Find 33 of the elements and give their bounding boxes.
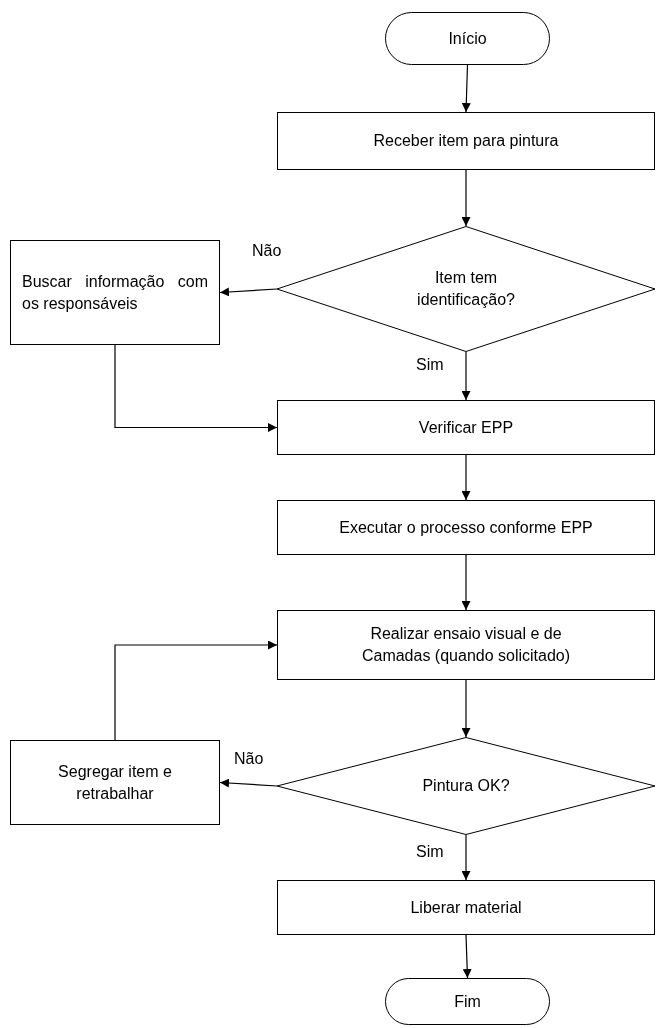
node-label: Verificar EPP: [418, 417, 514, 438]
node-label: Item tem identificação?: [416, 268, 516, 310]
terminal-pill: [385, 12, 550, 65]
process-box: [277, 880, 655, 935]
arrow: [461, 454, 471, 501]
node-label: Pintura OK?: [421, 776, 511, 797]
node-label: Realizar ensaio visual e de Camadas (quando solicitado): [360, 624, 572, 666]
arrow: [461, 351, 471, 401]
node-label: Buscar informação com os responsáveis: [22, 271, 208, 314]
arrow: [461, 679, 471, 738]
process-box: [10, 240, 220, 345]
arrow: [114, 640, 278, 741]
arrow: [462, 934, 472, 979]
decision-diamond: [277, 737, 655, 835]
node-label: Receber item para pintura: [373, 131, 559, 152]
arrow: [114, 344, 278, 432]
node-label: Início: [448, 28, 487, 49]
process-box: [277, 610, 655, 680]
arrow: [219, 287, 278, 297]
arrow: [219, 778, 278, 788]
node-label: Liberar material: [410, 897, 522, 918]
arrow: [461, 64, 471, 113]
terminal-pill: [385, 978, 550, 1025]
process-box: [277, 112, 655, 170]
arrow: [461, 169, 471, 227]
arrow: [461, 554, 471, 611]
process-box: [277, 400, 655, 455]
process-box: [10, 740, 220, 825]
node-label: Segregar item e retrabalhar: [57, 761, 173, 804]
node-label: Executar o processo conforme EPP: [339, 517, 593, 538]
process-box: [277, 500, 655, 555]
arrow: [461, 834, 471, 881]
node-label: Fim: [454, 991, 481, 1012]
